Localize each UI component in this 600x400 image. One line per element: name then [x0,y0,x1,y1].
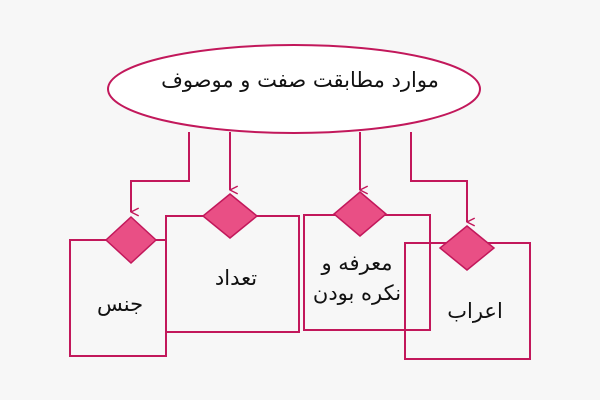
child-label-number: تعداد [214,266,258,290]
diamond-number [201,193,259,239]
child-label-case: اعراب [447,299,503,323]
child-label-gender: جنس [96,292,144,316]
root-label: موارد مطابقت صفت و موصوف [161,68,439,92]
arrow-to-gender [130,132,190,217]
diamond-definiteness [332,191,388,237]
diamond-case [438,225,496,271]
diamond-gender [104,215,158,265]
child-label-definiteness: معرفه و نکره بودن [312,251,402,306]
root-ellipse [107,44,481,134]
arrow-to-case [410,132,475,227]
